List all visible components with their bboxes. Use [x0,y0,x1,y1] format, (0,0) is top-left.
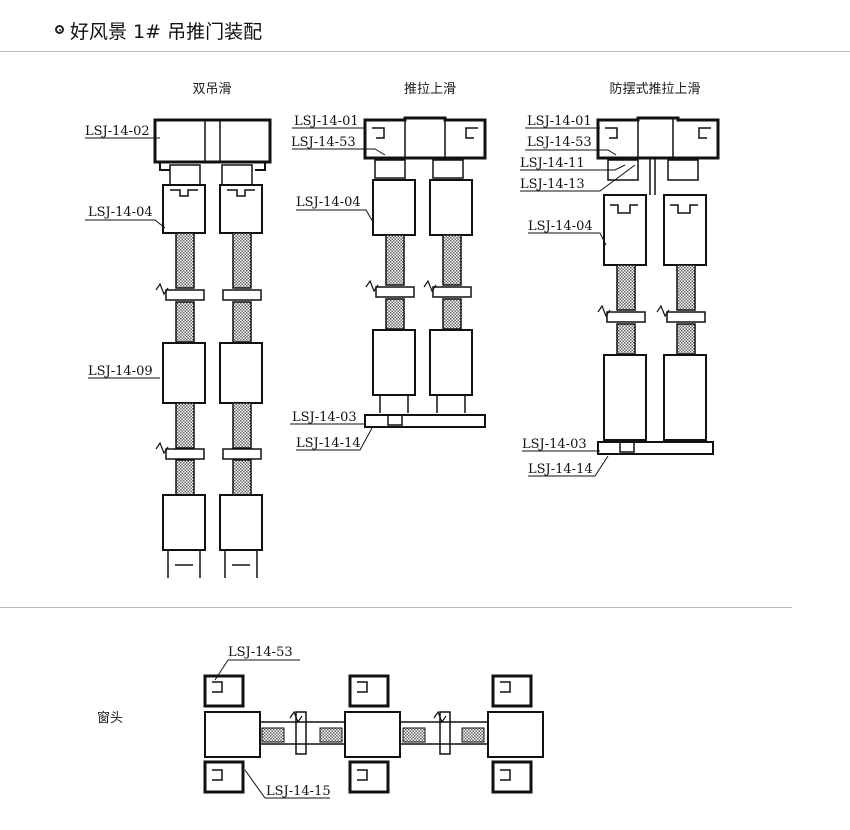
label-lsj-14-04: LSJ-14-04 [88,205,153,220]
label-lsj-14-01: LSJ-14-01 [527,114,592,129]
label-lsj-14-03: LSJ-14-03 [522,437,587,452]
label-lsj-14-14: LSJ-14-14 [296,436,361,451]
push-pull-top-drawing [290,116,487,451]
label-lsj-14-14: LSJ-14-14 [528,462,593,477]
label-lsj-14-09: LSJ-14-09 [88,364,153,379]
page-title: 好风景 1# 吊推门装配 [70,21,263,43]
label-lsj-14-03: LSJ-14-03 [292,410,357,425]
heading-anti-swing: 防摆式推拉上滑 [609,81,700,97]
window-head-drawing [203,659,544,799]
heading-window-head: 窗头 [97,710,123,726]
label-lsj-14-11: LSJ-14-11 [520,156,585,171]
section-divider [0,607,792,608]
heading-push-pull-top: 推拉上滑 [404,82,456,97]
label-lsj-14-02: LSJ-14-02 [85,124,150,139]
label-lsj-14-53: LSJ-14-53 [291,135,356,150]
label-lsj-14-04: LSJ-14-04 [296,195,361,210]
label-lsj-14-13: LSJ-14-13 [520,177,585,192]
anti-swing-drawing [520,116,720,477]
heading-double-hang: 双吊滑 [192,82,231,97]
bullet-icon [55,25,64,34]
label-lsj-14-01: LSJ-14-01 [294,114,359,129]
title-divider [0,51,850,52]
label-lsj-14-53: LSJ-14-53 [527,135,592,150]
label-lsj-14-04: LSJ-14-04 [528,219,593,234]
double-hang-drawing [85,118,272,578]
title-bar: 好风景 1# 吊推门装配 [0,0,850,52]
label-lsj-14-53: LSJ-14-53 [228,645,293,660]
label-lsj-14-15: LSJ-14-15 [266,784,331,799]
